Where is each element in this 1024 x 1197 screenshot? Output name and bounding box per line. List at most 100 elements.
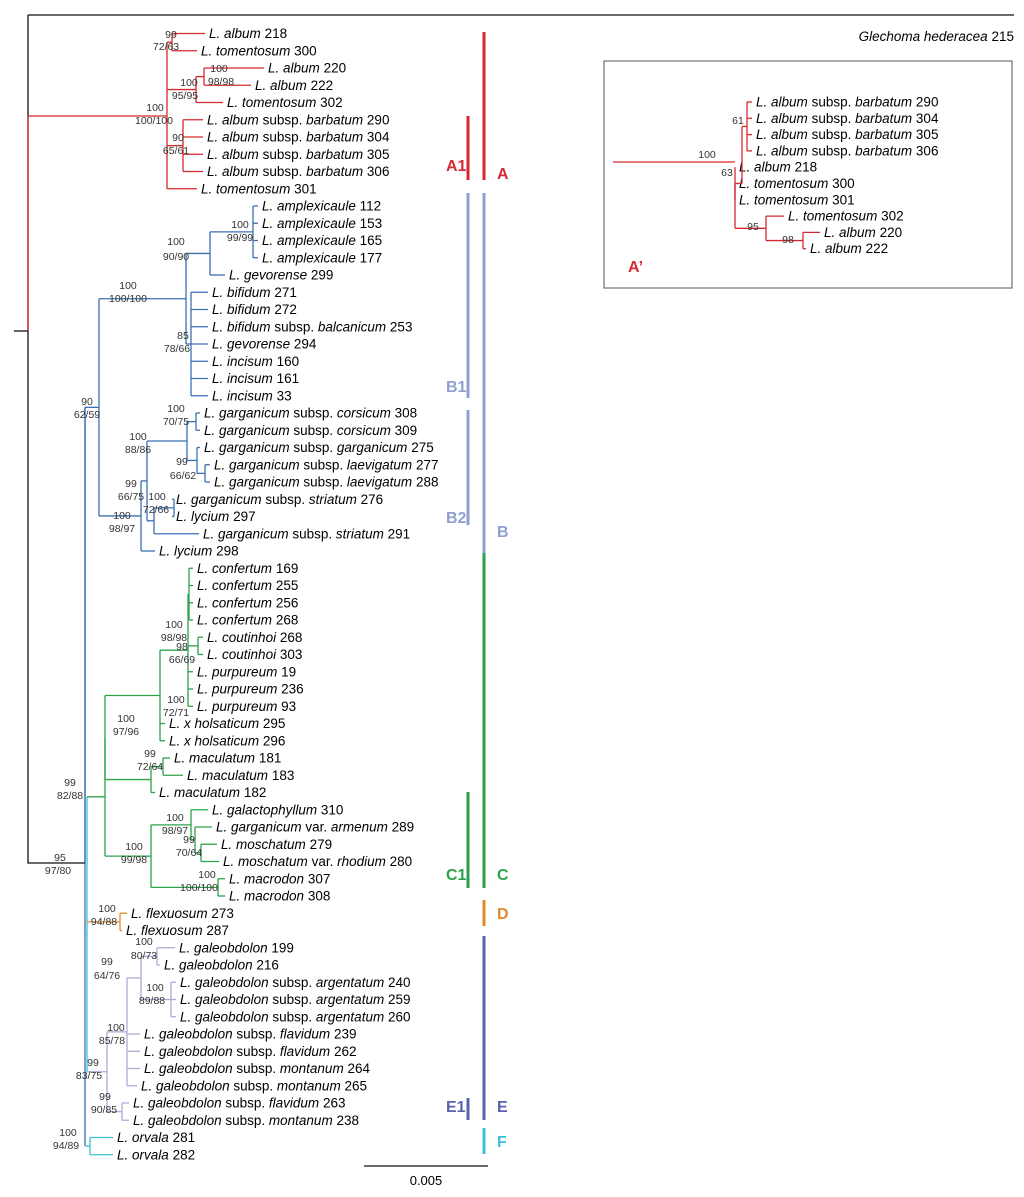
tip-label: L. x holsaticum 296 [169,733,285,748]
support-value: 100 [117,713,135,725]
support-value: 66/62 [170,470,196,482]
inset-tip-label: L. album 222 [810,241,888,256]
tip-label: L. moschatum 279 [221,837,332,852]
support-value: 94/88 [91,916,117,928]
tip-label: L. garganicum subsp. laevigatum 288 [214,475,438,490]
support-value: 70/64 [176,847,202,859]
tip-label: L. purpureum 19 [197,664,296,679]
tip-label: L. garganicum subsp. corsicum 308 [204,406,417,421]
support-value: 100/100 [180,882,218,894]
tip-label: L. garganicum subsp. corsicum 309 [204,423,417,438]
support-value: 95 [54,852,66,864]
tip-label: L. maculatum 183 [187,768,294,783]
tip-label: L. garganicum var. armenum 289 [216,820,414,835]
tip-label: L. lycium 298 [159,544,239,559]
support-value: 100 [113,510,131,522]
support-value: 85/78 [99,1035,125,1047]
inset-tip-label: L. album subsp. barbatum 304 [756,111,939,126]
support-value: 100 [167,236,185,248]
support-value: 83/75 [76,1070,102,1082]
support-value: 90 [81,396,93,408]
support-value: 98 [176,641,188,653]
tip-label: L. purpureum 236 [197,682,304,697]
clade-label-e1: E1 [446,1099,466,1116]
support-value: 95/95 [172,90,198,102]
tip-label: L. galeobdolon subsp. flavidum 263 [133,1096,345,1111]
tip-label: L. macrodon 307 [229,871,330,886]
tip-label: L. purpureum 93 [197,699,296,714]
support-value: 99 [144,748,156,760]
support-value: 98/97 [109,523,135,535]
tip-labels: L. album 218 L. tomentosum 300 L. album 22… [117,26,438,1162]
tip-label: L. album subsp. barbatum 290 [207,112,389,127]
support-value: 85 [177,330,189,342]
tip-label: L. galeobdolon subsp. argentatum 240 [180,975,411,990]
support-value: 100 [198,869,216,881]
tip-label: L. incisum 160 [212,354,299,369]
support-value: 100 [135,936,153,948]
support-value: 99/99 [227,232,253,244]
inset-support-value: 61 [732,115,744,127]
inset-tip-label: L. tomentosum 301 [739,192,855,207]
tree-branches [14,14,1014,1156]
inset-support-value: 100 [698,149,716,161]
outgroup-label: Glechoma hederacea 215 [859,29,1014,44]
tip-label: L. gevorense 294 [212,337,317,352]
support-value: 100 [119,280,137,292]
support-value: 90/90 [163,251,189,263]
clade-label-c1: C1 [446,867,467,884]
support-value: 72/64 [137,761,163,773]
clade-label-e: E [497,1099,508,1116]
inset-tip-label: L. album 220 [824,225,902,240]
support-value: 99 [64,777,76,789]
tip-label: L. confertum 268 [197,613,298,628]
tip-label: L. orvala 281 [117,1130,195,1145]
inset-support-value: 95 [747,221,759,233]
support-value: 78/66 [164,343,190,355]
tip-label: L. garganicum subsp. striatum 276 [176,492,383,507]
tip-label: L. tomentosum 300 [201,43,317,58]
clade-label-d: D [497,906,509,923]
support-value: 97/96 [113,726,139,738]
support-value: 100 [180,77,198,89]
tip-label: L. album 218 [209,26,287,41]
clade-label-b2: B2 [446,510,467,527]
tip-label: L. bifidum subsp. balcanicum 253 [212,319,412,334]
support-value: 100 [129,431,147,443]
support-value: 90/85 [91,1104,117,1116]
support-value: 99 [101,956,113,968]
support-value: 100 [167,694,185,706]
support-value: 64/76 [94,970,120,982]
support-value: 100 [59,1127,77,1139]
clade-label-f: F [497,1134,507,1151]
support-value: 99 [176,456,188,468]
tip-label: L. garganicum subsp. striatum 291 [203,526,410,541]
support-value: 100 [107,1022,125,1034]
support-value: 100 [165,619,183,631]
support-value: 66/75 [118,491,144,503]
tip-label: L. amplexicaule 177 [262,250,382,265]
tip-label: L. x holsaticum 295 [169,716,285,731]
scale-bar-label: 0.005 [410,1173,443,1188]
tip-label: L. galeobdolon subsp. flavidum 262 [144,1044,356,1059]
tip-label: L. album 222 [255,78,333,93]
support-value: 72/71 [163,707,189,719]
tip-label: L. maculatum 181 [174,751,281,766]
tip-label: L. bifidum 272 [212,302,297,317]
support-values: 9972/6310098/9810095/95100100/1009065/61… [45,29,253,1152]
support-value: 65/61 [163,145,189,157]
tip-label: L. tomentosum 302 [227,95,343,110]
clade-label-a1: A1 [446,158,467,175]
tip-label: L. moschatum var. rhodium 280 [223,854,412,869]
support-value: 100 [231,219,249,231]
tip-label: L. galeobdolon subsp. montanum 265 [141,1078,367,1093]
inset-tip-label: L. album subsp. barbatum 305 [756,127,938,142]
tip-label: L. galactophyllum 310 [212,802,343,817]
tip-label: L. garganicum subsp. laevigatum 277 [214,457,438,472]
inset-tip-label: L. album subsp. barbatum 306 [756,143,938,158]
tip-label: L. incisum 33 [212,388,292,403]
inset-support-value: 98 [782,234,794,246]
tip-label: L. galeobdolon subsp. argentatum 259 [180,992,411,1007]
